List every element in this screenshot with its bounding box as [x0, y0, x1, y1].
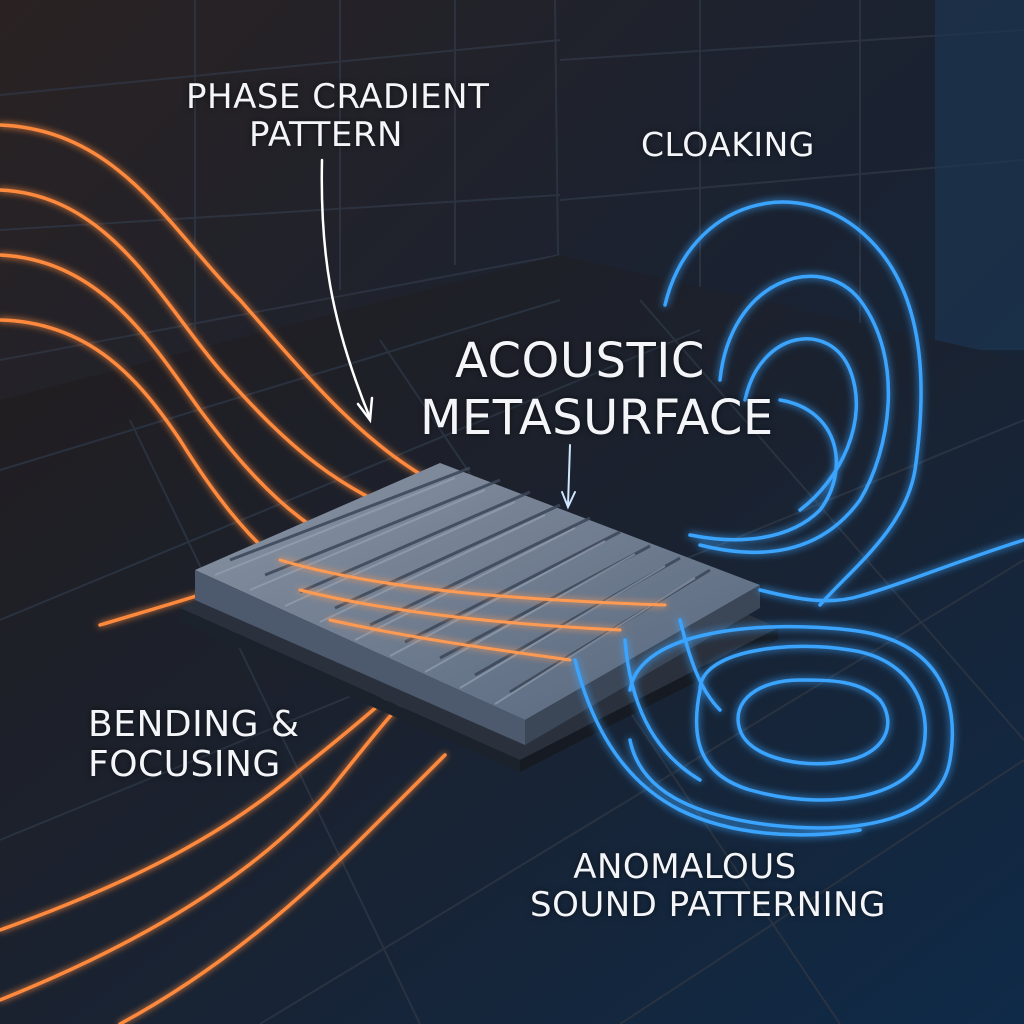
anomalous-line-2: SOUND PATTERNING: [530, 885, 886, 926]
anomalous-sound-label: ANOMALOUS SOUND PATTERNING: [530, 847, 886, 926]
pointer-arrow-icon: [320, 158, 374, 424]
anomalous-ring-middle: [694, 644, 928, 802]
anomalous-ring-inner: [736, 678, 890, 766]
cloak-loop-outer: [663, 200, 923, 607]
blue-wave-group: [573, 200, 1024, 837]
anomalous-tail-1: [573, 658, 862, 837]
bending-line-2: FOCUSING: [88, 744, 281, 786]
cloak-loop-middle: [698, 274, 891, 555]
anomalous-ring-outer: [628, 624, 955, 830]
metasurface-line-2: METASURFACE: [420, 389, 774, 446]
anomalous-line-1: ANOMALOUS: [573, 847, 797, 887]
orange-wave-overlay: [278, 558, 667, 662]
orange-wave-7: [0, 688, 397, 932]
anomalous-tail-2: [623, 638, 702, 782]
metasurface-line-1: ACOUSTIC: [455, 333, 705, 389]
cloak-trail: [688, 398, 839, 542]
phase-gradient-label: PHASE CRADIENT PATTERN: [186, 77, 490, 156]
cloaking-label: CLOAKING: [641, 125, 815, 164]
bending-line-1: BENDING &: [88, 704, 300, 745]
orange-wave-8: [118, 753, 447, 1024]
cloak-floor-line: [758, 538, 1024, 603]
device-top: [195, 463, 760, 720]
phase-gradient-line-2: PATTERN: [249, 115, 403, 156]
acoustic-metasurface-label: ACOUSTIC METASURFACE: [420, 333, 774, 446]
anomalous-tail-3: [678, 618, 722, 712]
phase-gradient-line-1: PHASE CRADIENT: [186, 77, 490, 117]
orange-wave-6: [0, 698, 407, 1002]
pointer-arrow-icon: [561, 444, 576, 510]
door-frame: [935, 0, 1024, 350]
bending-focusing-label: BENDING & FOCUSING: [88, 704, 300, 786]
